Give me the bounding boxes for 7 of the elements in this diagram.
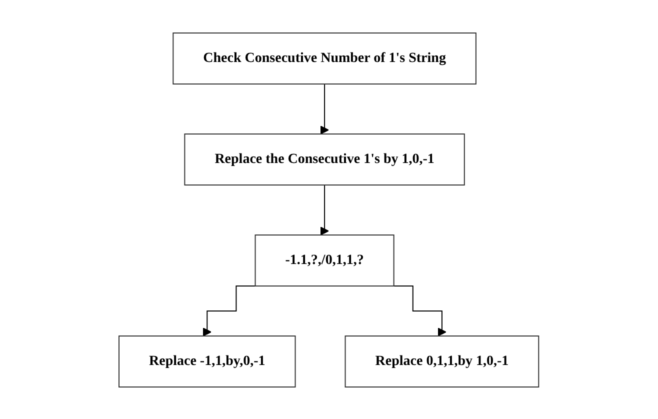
- node-box: Check Consecutive Number of 1's String: [172, 32, 477, 84]
- arrow: [320, 184, 330, 235]
- arrow: [320, 83, 330, 134]
- node-box: Replace the Consecutive 1's by 1,0,-1: [184, 133, 466, 185]
- node-box: Replace -1,1,by,0,-1: [118, 335, 296, 387]
- node-box: Replace 0,1,1,by 1,0,-1: [344, 335, 540, 387]
- node-box: -1.1,?,/0,1,1,?: [254, 234, 394, 286]
